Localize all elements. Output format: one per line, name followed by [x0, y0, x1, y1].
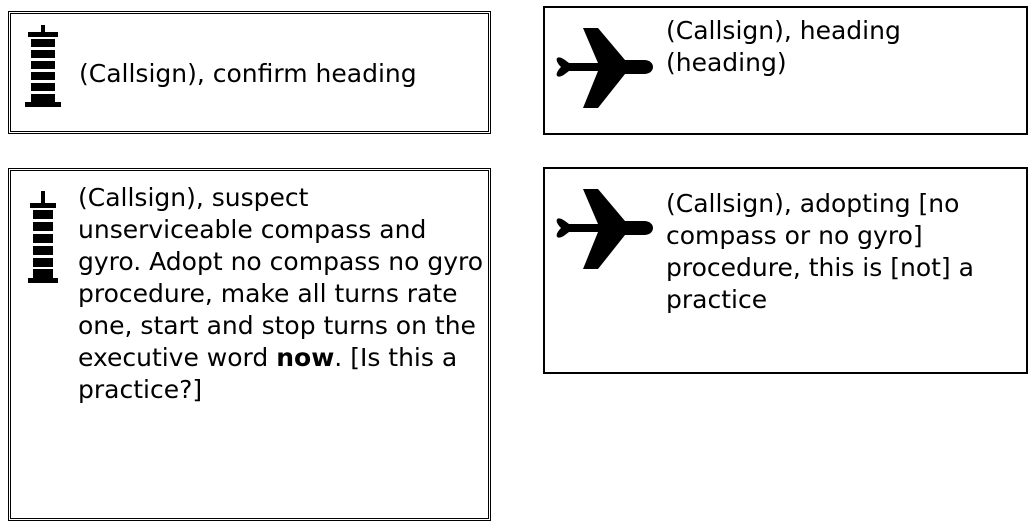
aircraft-icon [553, 18, 657, 122]
pilot-message-box: (Callsign), heading (heading) [543, 6, 1028, 135]
pilot-message-text: (Callsign), heading (heading) [666, 16, 901, 77]
pilot-message-text: (Callsign), adopting [no compass or no g… [666, 189, 974, 314]
aircraft-icon [553, 179, 657, 283]
pilot-message-box: (Callsign), adopting [no compass or no g… [543, 167, 1028, 374]
message-text-part: . [Is this a practice?] [78, 343, 458, 404]
controller-message-text: (Callsign), confirm heading [79, 59, 417, 88]
controller-message-box: (Callsign), suspect unserviceable compas… [8, 168, 491, 521]
control-tower-icon [28, 191, 58, 287]
executive-word: now [276, 343, 335, 372]
controller-message-text: (Callsign), suspect unserviceable compas… [78, 182, 488, 406]
controller-message-box: (Callsign), confirm heading [8, 11, 491, 134]
message-text-part: (Callsign), suspect unserviceable compas… [78, 183, 484, 372]
control-tower-icon [25, 25, 61, 111]
